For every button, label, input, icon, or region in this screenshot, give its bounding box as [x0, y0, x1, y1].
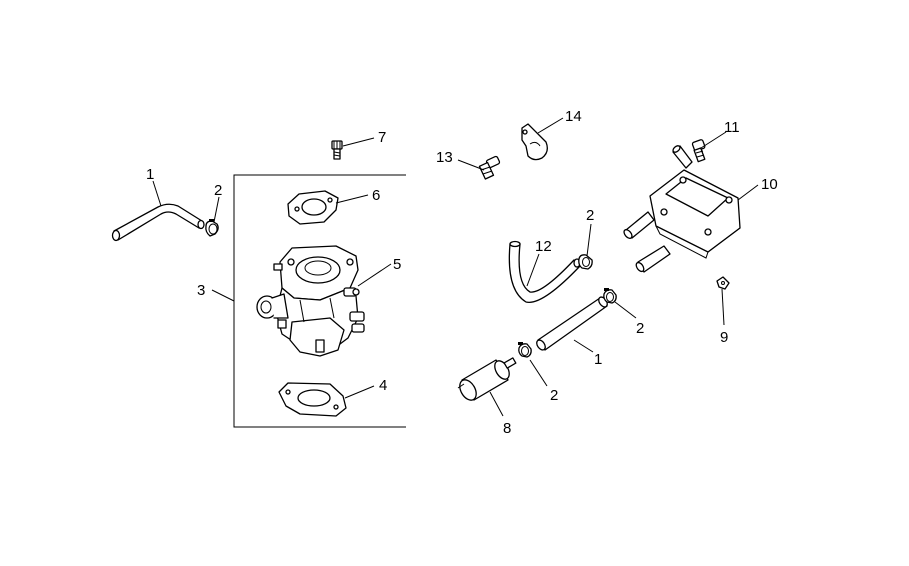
hose-clamp-upper: [578, 254, 593, 270]
callout-8: 8: [503, 420, 511, 437]
callout-5: 5: [393, 256, 401, 273]
hose-clamp-left: [205, 219, 219, 237]
fuel-hose-left: [111, 203, 205, 242]
small-nut: [716, 276, 730, 290]
callout-10: 10: [761, 176, 778, 193]
leader-lines: [152, 117, 759, 417]
fuel-pump: [623, 145, 741, 273]
callout-1-left: 1: [146, 166, 154, 183]
callout-labels: 1 2 3 4 5 6 7 8 9 10 11 12 13 14 2 2 2 1: [146, 108, 778, 437]
hose-clamp-right: [603, 288, 617, 304]
callout-12: 12: [535, 238, 552, 255]
callout-13: 13: [436, 149, 453, 166]
callout-6: 6: [372, 187, 380, 204]
callout-2-lower: 2: [550, 387, 558, 404]
hose-clip: [521, 123, 548, 161]
fuel-filter: [457, 357, 517, 401]
callout-1-right: 1: [594, 351, 602, 368]
callout-2-right: 2: [636, 320, 644, 337]
callout-2-upper: 2: [586, 207, 594, 224]
callout-9: 9: [720, 329, 728, 346]
screw-11: [691, 139, 706, 163]
carburetor-lower-gasket: [278, 382, 347, 417]
callout-11: 11: [724, 119, 740, 136]
carburetor: [256, 245, 365, 357]
callout-14: 14: [565, 108, 582, 125]
hose-clamp-lower: [518, 342, 532, 358]
callout-4: 4: [379, 377, 387, 394]
bolt-13: [478, 155, 501, 180]
callout-2-left: 2: [214, 182, 222, 199]
screw-top: [331, 140, 343, 160]
fuel-hose-straight: [536, 296, 608, 351]
carburetor-upper-gasket: [287, 190, 339, 225]
callout-3: 3: [197, 282, 205, 299]
callout-7: 7: [378, 129, 386, 146]
